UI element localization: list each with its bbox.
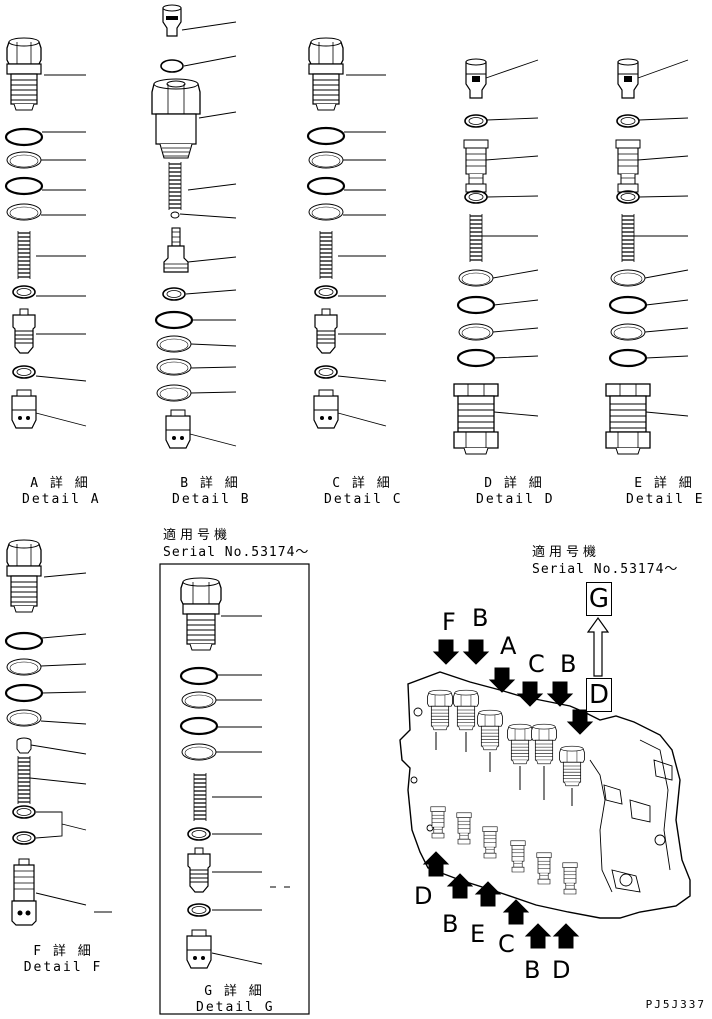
detail-b-parts — [151, 4, 237, 449]
caption-en: Detail E — [626, 492, 705, 507]
serial-en: Serial No.53174～ — [163, 545, 310, 560]
view-label-top-c: C — [528, 650, 545, 678]
caption-en: Detail B — [172, 492, 251, 507]
detail-g-parts — [179, 577, 290, 969]
caption-en: Detail D — [476, 492, 555, 507]
detail-f-parts — [4, 539, 112, 926]
detail-g-frame — [159, 563, 310, 1015]
view-box-g: G — [586, 582, 612, 616]
drawing-reference: PJ5J337 — [645, 998, 706, 1011]
view-label-top-a: A — [500, 632, 517, 660]
view-label-top-f: F — [442, 608, 456, 636]
detail-a-parts — [4, 37, 87, 429]
serial-note-left: 適用号機 Serial No.53174～ — [163, 527, 309, 561]
view-label-top-b: B — [472, 604, 489, 632]
caption-en: Detail F — [23, 960, 103, 975]
view-label-bottom-e: E — [470, 920, 486, 948]
caption-en: Detail G — [196, 1000, 275, 1015]
view-label-bottom-b: B — [442, 910, 459, 938]
caption-jp: D 詳 細 — [484, 476, 544, 491]
serial-en: Serial No.53174～ — [532, 562, 679, 577]
caption-jp: G 詳 細 — [204, 984, 264, 999]
detail-d-parts — [453, 58, 539, 455]
caption-jp: B 詳 細 — [180, 476, 240, 491]
caption-jp: C 詳 細 — [332, 476, 392, 491]
detail-e-parts — [605, 58, 689, 455]
serial-jp: 適用号機 — [163, 528, 232, 543]
valve-assembly-view — [399, 616, 691, 949]
caption-en: Detail A — [22, 492, 101, 507]
caption-jp: E 詳 細 — [634, 476, 694, 491]
view-label-bottom-c: C — [498, 930, 515, 958]
view-label-top-b2: B — [560, 650, 577, 678]
detail-c-parts — [306, 37, 387, 429]
caption-jp: A 詳 細 — [30, 476, 90, 491]
view-label-bottom-d: D — [414, 882, 433, 910]
caption-en: Detail C — [324, 492, 403, 507]
view-label-bottom-b2: B — [524, 956, 541, 984]
view-box-d: D — [586, 678, 612, 712]
serial-note-right: 適用号機 Serial No.53174～ — [532, 544, 678, 578]
view-label-bottom-d2: D — [552, 956, 571, 984]
caption-jp: F 詳 細 — [33, 944, 93, 959]
serial-jp: 適用号機 — [532, 545, 601, 560]
